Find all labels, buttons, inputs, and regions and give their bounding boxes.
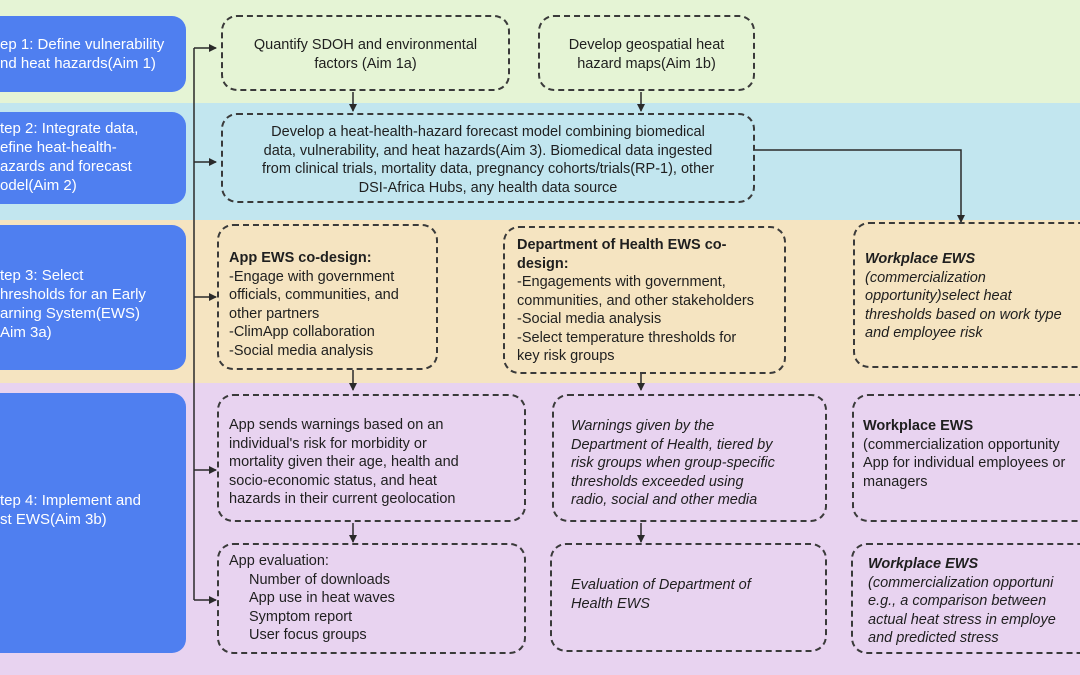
- workplace-ews-title-row5: Workplace EWS: [868, 556, 979, 572]
- workplace-ews-title-row4: Workplace EWS: [863, 418, 974, 434]
- app-evaluation-box: App evaluation: Number of downloads App …: [217, 543, 526, 654]
- app-evaluation-title: App evaluation:: [229, 553, 329, 569]
- forecast-model-box: Develop a heat-health-hazard forecast mo…: [221, 113, 755, 203]
- step-2-label: tep 2: Integrate data, efine heat-health…: [0, 112, 186, 204]
- doh-warnings-box: Warnings given by the Department of Heal…: [552, 394, 827, 522]
- workplace-ews-app-box: Workplace EWS (commercialization opportu…: [852, 394, 1080, 522]
- step-3-label: tep 3: Select hresholds for an Early arn…: [0, 225, 186, 370]
- doh-ews-codesign-title-2: design:: [517, 255, 569, 272]
- step-4-label: tep 4: Implement and st EWS(Aim 3b): [0, 393, 186, 653]
- app-evaluation-item: Number of downloads: [249, 571, 391, 588]
- doh-ews-codesign-title-1: Department of Health EWS co-: [517, 237, 727, 253]
- doh-evaluation-box: Evaluation of Department of Health EWS: [550, 543, 827, 652]
- sdoh-factors-box: Quantify SDOH and environmental factors …: [221, 15, 510, 91]
- workplace-ews-thresholds-box: Workplace EWS (commercialization opportu…: [853, 222, 1080, 368]
- app-ews-codesign-title: App EWS co-design:: [229, 250, 372, 266]
- workplace-ews-evaluation-box: Workplace EWS (commercialization opportu…: [851, 543, 1080, 654]
- app-ews-codesign-box: App EWS co-design: -Engage with governme…: [217, 224, 438, 370]
- app-evaluation-item: App use in heat waves: [249, 590, 395, 606]
- doh-ews-codesign-box: Department of Health EWS co- design: -En…: [503, 226, 786, 374]
- workplace-ews-title-row3: Workplace EWS: [865, 251, 976, 267]
- app-evaluation-item: Symptom report: [249, 608, 353, 625]
- app-evaluation-item: User focus groups: [249, 627, 367, 643]
- app-warnings-box: App sends warnings based on an individua…: [217, 394, 526, 522]
- step-1-label: ep 1: Define vulnerability nd heat hazar…: [0, 16, 186, 92]
- geospatial-maps-box: Develop geospatial heat hazard maps(Aim …: [538, 15, 755, 91]
